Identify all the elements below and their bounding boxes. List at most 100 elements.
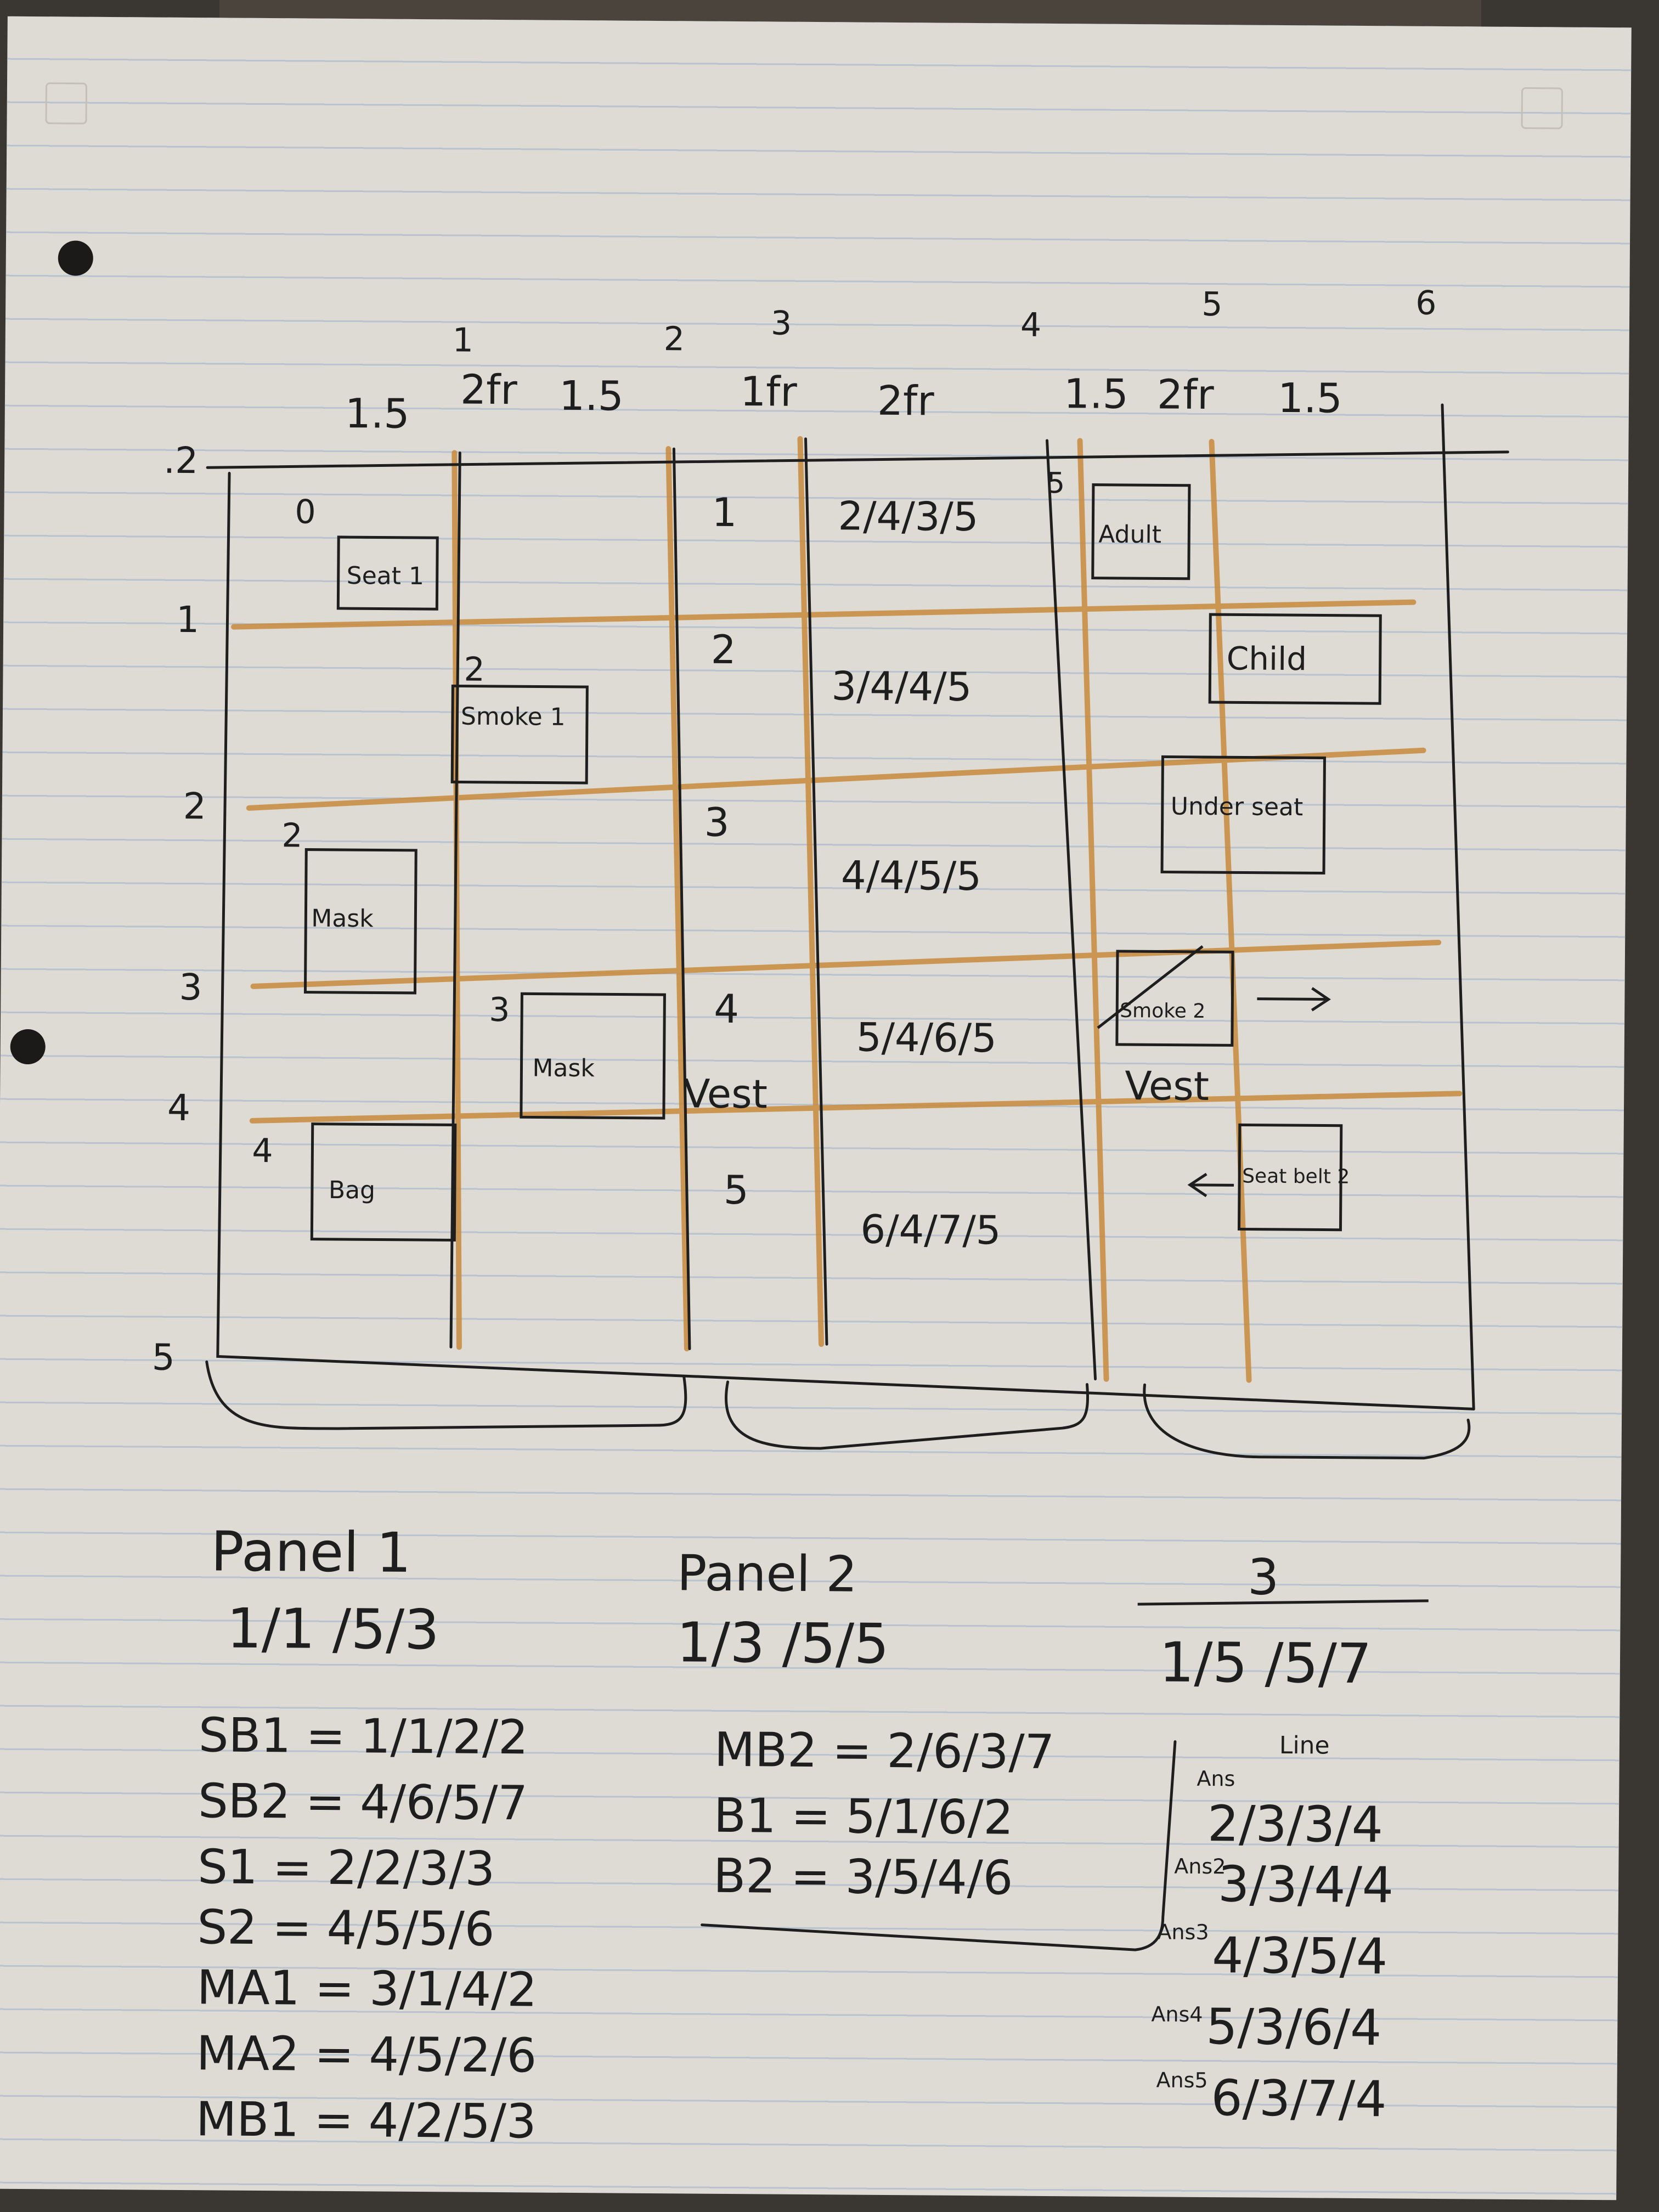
assignment-line: SB2 = 4/6/5/7 bbox=[198, 1774, 528, 1831]
center-area: 5/4/6/5 bbox=[856, 1014, 997, 1062]
arrow-left-icon bbox=[1187, 1172, 1234, 1198]
col-heading: 1fr bbox=[740, 368, 798, 416]
assignment-line: MB1 = 4/2/5/3 bbox=[196, 2092, 537, 2149]
col-line-number: 5 bbox=[1201, 285, 1223, 324]
col-line-number: 3 bbox=[771, 304, 792, 342]
arrow-right-icon bbox=[1257, 987, 1331, 1012]
bracket-panel-3 bbox=[1143, 1383, 1471, 1460]
smoke2-label: Smoke 2 bbox=[1120, 1000, 1205, 1023]
child-box bbox=[1208, 613, 1382, 705]
assignment-line: MB2 = 2/6/3/7 bbox=[714, 1723, 1054, 1780]
vest-label: Vest bbox=[683, 1070, 768, 1117]
ans-value: 2/3/3/4 bbox=[1207, 1795, 1384, 1854]
grid-top-line bbox=[206, 450, 1509, 469]
panel-3-rule bbox=[1137, 1599, 1429, 1606]
seat-box bbox=[336, 535, 439, 611]
center-number: 1 bbox=[712, 489, 737, 535]
panel-3-title: 3 bbox=[1248, 1549, 1279, 1606]
smoke-label: Smoke 1 bbox=[461, 703, 566, 731]
area-number: 3 bbox=[489, 991, 510, 1029]
mask-label: Mask bbox=[532, 1054, 595, 1082]
orange-column-line bbox=[665, 446, 690, 1352]
ans-label: Ans bbox=[1197, 1767, 1235, 1791]
grid-outline bbox=[216, 472, 1475, 1410]
panel-1-value: 1/1 /5/3 bbox=[227, 1596, 439, 1662]
bracket-panel-1 bbox=[205, 1360, 687, 1430]
ans-label: Ans2 bbox=[1174, 1854, 1226, 1879]
grid-column-line bbox=[1441, 403, 1475, 1410]
strike-mark bbox=[1097, 945, 1204, 1029]
orange-row-line bbox=[231, 599, 1417, 630]
col-heading: 1.5 bbox=[345, 390, 410, 438]
vest-label: Vest bbox=[1125, 1063, 1209, 1109]
ans-value: 4/3/5/4 bbox=[1212, 1927, 1388, 1985]
panel-3-value: 1/5 /5/7 bbox=[1159, 1630, 1372, 1696]
child-label: Child bbox=[1227, 640, 1307, 678]
grid-column-line bbox=[804, 437, 828, 1346]
col-heading: 2fr bbox=[877, 377, 935, 425]
adult-label: Adult bbox=[1098, 521, 1161, 549]
adult-box bbox=[1091, 483, 1191, 580]
ans-label: Ans4 bbox=[1151, 2002, 1203, 2027]
col-heading: 1.5 bbox=[1064, 370, 1128, 418]
seatbelt-box bbox=[1237, 1123, 1343, 1232]
assignment-line: MA1 = 3/1/4/2 bbox=[196, 1960, 537, 2017]
center-area: 4/4/5/5 bbox=[841, 852, 982, 899]
seatbelt-label: Seat belt 2 bbox=[1242, 1165, 1350, 1188]
ans-label: Ans3 bbox=[1157, 1920, 1209, 1944]
col-line-number: 1 bbox=[453, 321, 474, 359]
row-line-number: 5 bbox=[152, 1336, 176, 1379]
center-area: 6/4/7/5 bbox=[860, 1206, 1001, 1254]
assignment-line: SB1 = 1/1/2/2 bbox=[199, 1708, 529, 1765]
center-number: 4 bbox=[714, 986, 739, 1032]
smoke2-box bbox=[1115, 950, 1234, 1047]
orange-column-line bbox=[1077, 438, 1109, 1382]
center-area: 3/4/4/5 bbox=[831, 663, 972, 710]
five-marker: 5 bbox=[1047, 467, 1065, 500]
row-line-number: 4 bbox=[167, 1087, 191, 1129]
orange-row-line bbox=[246, 747, 1426, 811]
panel-2-title: Panel 2 bbox=[677, 1544, 857, 1603]
grid-column-line bbox=[672, 447, 691, 1350]
area-number: 2 bbox=[281, 816, 303, 855]
seat-label: Seat 1 bbox=[347, 562, 425, 590]
center-number: 5 bbox=[724, 1167, 749, 1213]
orange-row-line bbox=[249, 1091, 1463, 1124]
bag-label: Bag bbox=[329, 1176, 375, 1205]
assignment-line: S1 = 2/2/3/3 bbox=[198, 1839, 495, 1897]
col-heading: 2fr bbox=[1157, 371, 1215, 419]
center-number: 2 bbox=[711, 627, 736, 673]
notebook-page: 1.5 2fr 1.5 1fr 2fr 1.5 2fr 1.5 1 2 3 4 … bbox=[0, 16, 1632, 2200]
grid-column-line bbox=[449, 451, 461, 1348]
assignment-line: MA2 = 4/5/2/6 bbox=[196, 2026, 537, 2083]
col-heading: 2fr bbox=[460, 366, 518, 414]
under-seat-label: Under seat bbox=[1171, 793, 1304, 822]
col-line-number: 4 bbox=[1020, 306, 1042, 345]
assignment-line: B2 = 3/5/4/6 bbox=[713, 1849, 1013, 1906]
assignment-line: B1 = 5/1/6/2 bbox=[714, 1788, 1014, 1846]
bag-box bbox=[310, 1122, 457, 1242]
center-number: 3 bbox=[704, 799, 729, 845]
panel-2-value: 1/3 /5/5 bbox=[676, 1610, 889, 1676]
panel-1-title: Panel 1 bbox=[211, 1519, 411, 1585]
orange-column-line bbox=[797, 436, 824, 1347]
area-number: 4 bbox=[252, 1132, 273, 1170]
ans-value: 5/3/6/4 bbox=[1206, 1998, 1382, 2057]
center-area: 2/4/3/5 bbox=[838, 493, 979, 540]
area-number: 2 bbox=[464, 651, 485, 689]
row-line-number: 3 bbox=[179, 966, 202, 1008]
bracket-panel-2 bbox=[725, 1380, 1089, 1450]
col-heading: 1.5 bbox=[559, 373, 624, 420]
row-line-number: .2 bbox=[163, 439, 199, 482]
mask-left-box bbox=[303, 848, 417, 995]
smoke-box bbox=[450, 684, 589, 785]
row-line-number: 2 bbox=[183, 785, 207, 827]
bracket-middle bbox=[701, 1740, 1177, 1951]
ans-value: 6/3/7/4 bbox=[1211, 2069, 1387, 2128]
row-line-number: 1 bbox=[176, 599, 200, 641]
orange-column-line bbox=[1209, 439, 1252, 1383]
orange-row-line bbox=[250, 939, 1442, 989]
ans-label: Ans5 bbox=[1156, 2068, 1207, 2092]
under-seat-box bbox=[1160, 755, 1326, 875]
mask-mid-box bbox=[520, 992, 666, 1120]
